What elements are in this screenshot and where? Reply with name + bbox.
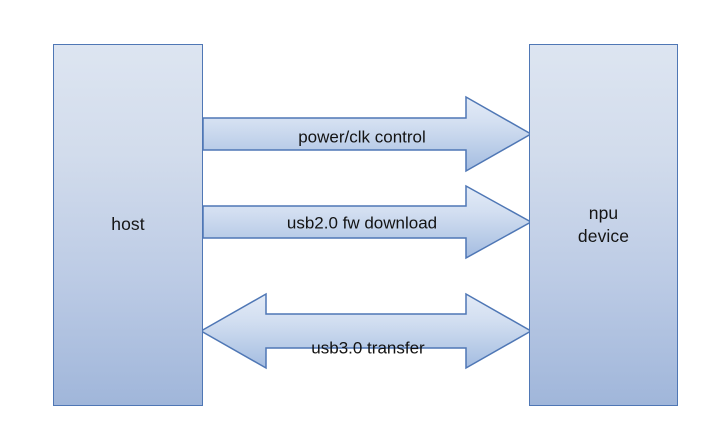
node-host-label: host — [111, 214, 145, 235]
node-host[interactable]: host — [53, 44, 203, 406]
arrow-label-power-clk-control: power/clk control — [298, 127, 426, 147]
arrow-label-usb2-fw-download: usb2.0 fw download — [286, 213, 438, 233]
node-npu-device[interactable]: npu device — [529, 44, 678, 406]
node-npu-device-label: npu device — [577, 202, 630, 246]
arrow-label-usb3-transfer: usb3.0 transfer — [311, 338, 425, 358]
